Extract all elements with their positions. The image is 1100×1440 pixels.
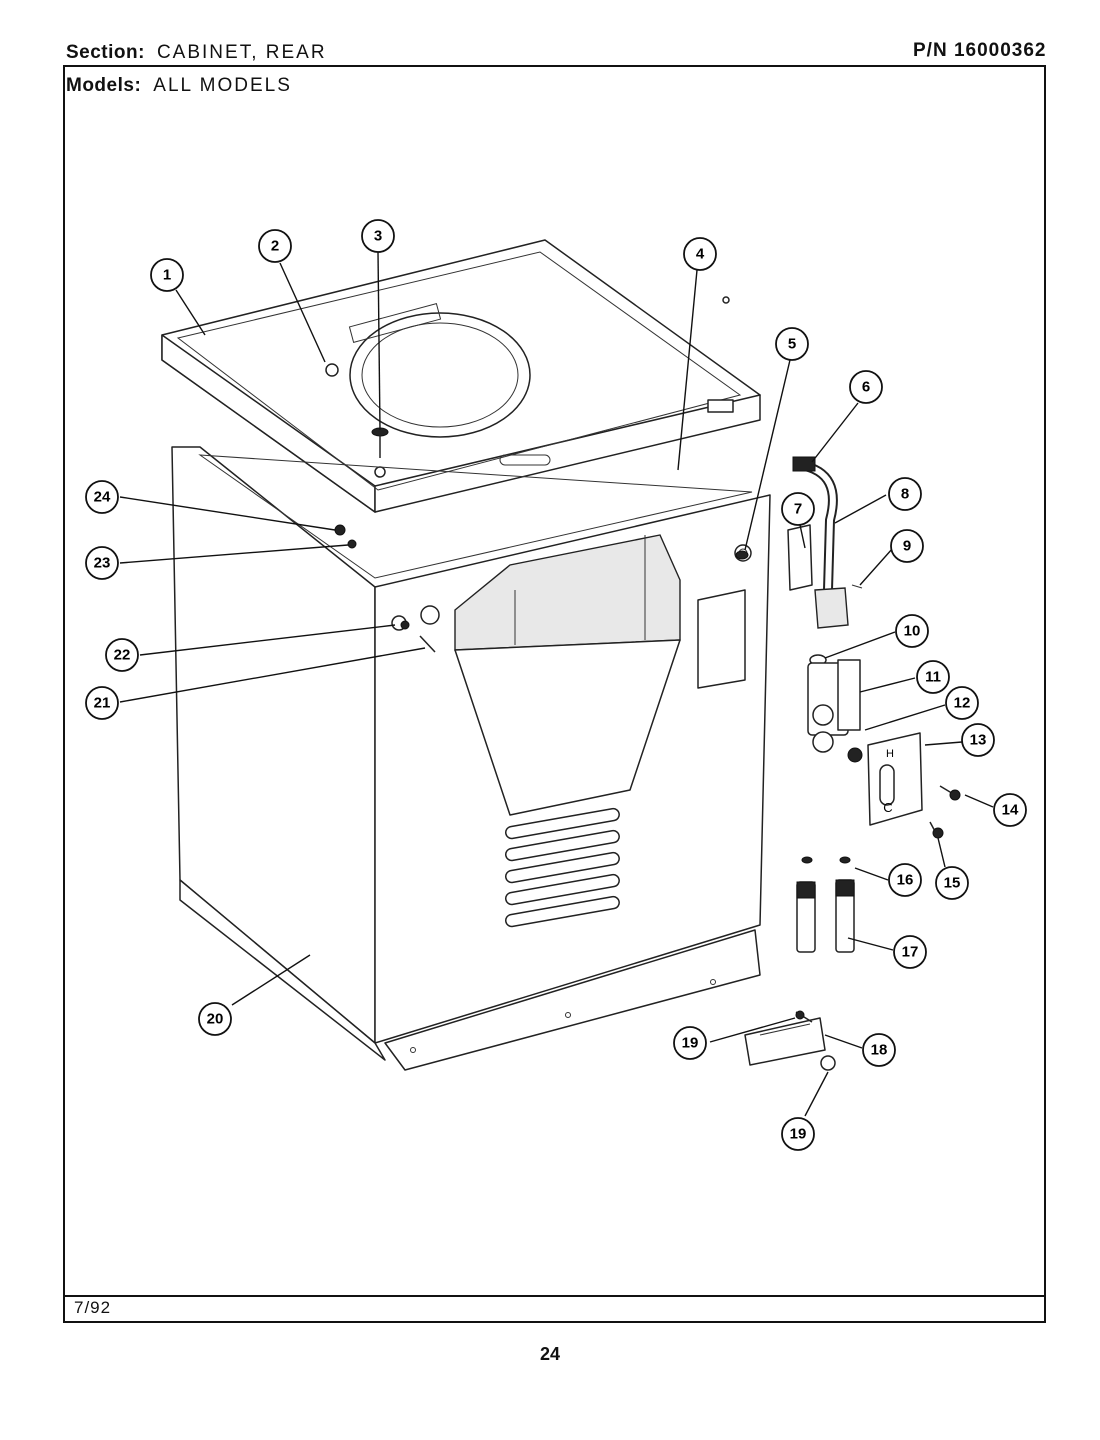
hot-label: H: [886, 748, 894, 760]
callout-11: 11: [916, 660, 950, 694]
cabinet-body: [171, 446, 771, 1071]
revision-date: 7/92: [74, 1298, 112, 1317]
callout-16: 16: [888, 863, 922, 897]
section-label: Section:: [66, 42, 145, 63]
callout-19-lower: 19: [781, 1117, 815, 1151]
models-heading: Models: ALL MODELS: [66, 75, 292, 97]
hose-clip: [744, 1010, 836, 1071]
hole-plug: [735, 550, 749, 560]
footer-divider: [63, 1295, 1046, 1297]
callout-10: 10: [895, 614, 929, 648]
water-valve: [807, 654, 863, 763]
svg-text:3: 3: [374, 228, 382, 245]
callout-24: 24: [85, 480, 119, 514]
callout-23: 23: [85, 546, 119, 580]
valve-bracket: H C: [867, 732, 923, 826]
callout-1: 1: [150, 258, 184, 292]
callout-9: 9: [890, 529, 924, 563]
callout-8: 8: [888, 477, 922, 511]
callout-6: 6: [849, 370, 883, 404]
svg-text:17: 17: [902, 944, 919, 961]
svg-text:15: 15: [944, 875, 961, 892]
cabinet-top: [161, 239, 761, 513]
callout-5: 5: [775, 327, 809, 361]
svg-text:11: 11: [925, 669, 941, 686]
svg-text:21: 21: [94, 695, 111, 712]
callout-15: 15: [935, 866, 969, 900]
callout-3: 3: [361, 219, 395, 253]
callout-7: 7: [781, 492, 815, 526]
callout-22: 22: [105, 638, 139, 672]
svg-text:24: 24: [94, 489, 111, 506]
callout-18: 18: [862, 1033, 896, 1067]
svg-text:4: 4: [696, 246, 705, 263]
models-value: ALL MODELS: [153, 75, 292, 96]
svg-text:14: 14: [1002, 802, 1019, 819]
inlet-hoses: [796, 856, 855, 953]
callout-12: 12: [945, 686, 979, 720]
diagram-frame: [63, 65, 1046, 1323]
models-label: Models:: [66, 75, 142, 96]
fill-hose-assembly: [787, 456, 863, 629]
svg-text:5: 5: [788, 336, 796, 353]
part-number: P/N 16000362: [913, 40, 1047, 61]
svg-text:13: 13: [970, 732, 987, 749]
svg-text:2: 2: [271, 238, 279, 255]
callout-4: 4: [683, 237, 717, 271]
callout-20: 20: [198, 1002, 232, 1036]
callout-14: 14: [993, 793, 1027, 827]
svg-text:6: 6: [862, 379, 870, 396]
section-value: CABINET, REAR: [156, 42, 327, 63]
callout-19-upper: 19: [673, 1026, 707, 1060]
svg-text:7: 7: [794, 501, 802, 518]
svg-text:1: 1: [163, 267, 171, 284]
svg-text:19: 19: [682, 1035, 699, 1052]
svg-text:10: 10: [904, 623, 921, 640]
svg-text:20: 20: [207, 1011, 224, 1028]
callout-17: 17: [893, 935, 927, 969]
callout-13: 13: [961, 723, 995, 757]
svg-text:9: 9: [903, 538, 911, 555]
svg-text:19: 19: [790, 1126, 807, 1143]
svg-text:16: 16: [897, 872, 914, 889]
section-heading: Section: CABINET, REAR: [66, 42, 327, 64]
svg-text:23: 23: [94, 555, 111, 572]
svg-text:12: 12: [954, 695, 971, 712]
svg-text:18: 18: [871, 1042, 888, 1059]
svg-text:22: 22: [114, 647, 131, 664]
page-number: 24: [539, 1344, 561, 1364]
svg-text:8: 8: [901, 486, 909, 503]
callout-2: 2: [258, 229, 292, 263]
bracket-screws: [929, 785, 961, 839]
callout-21: 21: [85, 686, 119, 720]
cold-label: C: [883, 800, 892, 815]
leader-lines: [119, 251, 994, 1117]
